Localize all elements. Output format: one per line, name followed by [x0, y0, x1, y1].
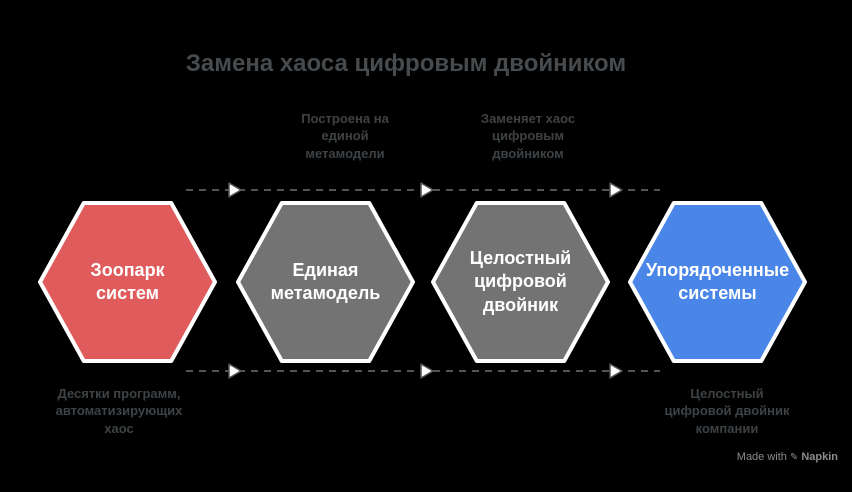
- arrowhead-icon: [420, 182, 434, 198]
- hexagon-icon: [236, 201, 415, 363]
- top-dashed-arrow: [186, 182, 660, 198]
- hexagon-step-3-label: Целостный цифровой двойник: [469, 247, 572, 315]
- hexagon-step-4-label: Упорядоченные системы: [645, 259, 790, 303]
- watermark-prefix: Made with: [736, 451, 787, 463]
- hexagon-icon: [431, 201, 610, 363]
- pen-icon: ✎: [789, 451, 799, 463]
- hexagon-step-2-label: Единая метамодель: [270, 259, 381, 303]
- bottom-dashed-arrow: [186, 363, 660, 379]
- annotation-step-4: Целостный цифровой двойник компании: [664, 386, 790, 436]
- hexagon-icon: [38, 201, 217, 363]
- hexagon-step-1: Зоопарк систем: [38, 201, 217, 363]
- annotation-step-3: Заменяет хаос цифровым двойником: [480, 111, 576, 161]
- hexagon-step-2: Единая метамодель: [236, 201, 415, 363]
- page-title: Замена хаоса цифровым двойником: [185, 50, 627, 77]
- annotation-step-1: Десятки программ, автоматизирующих хаос: [55, 386, 183, 436]
- arrowhead-icon: [420, 363, 434, 379]
- watermark-brand: Napkin: [801, 451, 838, 463]
- arrowhead-icon: [228, 363, 242, 379]
- hexagon-step-4: Упорядоченные системы: [628, 201, 807, 363]
- annotation-step-2: Построена на единой метамодели: [301, 111, 389, 161]
- hexagon-icon: [628, 201, 807, 363]
- made-with-napkin-watermark: Made with ✎ Napkin: [737, 451, 838, 463]
- hexagon-step-1-label: Зоопарк систем: [90, 259, 165, 303]
- arrowhead-icon: [228, 182, 242, 198]
- hexagon-step-3: Целостный цифровой двойник: [431, 201, 610, 363]
- arrowhead-icon: [609, 182, 623, 198]
- arrowhead-icon: [609, 363, 623, 379]
